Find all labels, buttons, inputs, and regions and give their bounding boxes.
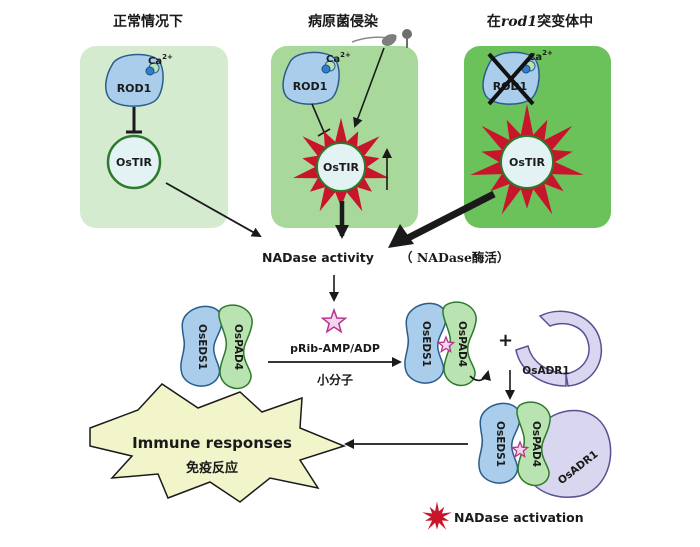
svg-text:OsPAD4: OsPAD4 — [456, 321, 468, 367]
arrow-mutant-to-nadase — [406, 190, 496, 242]
oseds1-ospad4-bound-complex: OsEDS1 OsPAD4 — [404, 301, 491, 387]
plus-sign: + — [498, 330, 513, 351]
legend-nadase-activation: NADase activation — [454, 510, 584, 525]
oseds1-ospad4-inactive-complex: OsEDS1 OsPAD4 — [180, 304, 253, 390]
svg-text:OsEDS1: OsEDS1 — [494, 421, 506, 467]
inhibition-pathogen — [311, 103, 325, 133]
arrow-normal-to-nadase — [165, 182, 262, 237]
rod1-mutant-knocked-out: ROD1 — [482, 51, 540, 106]
immune-responses-burst: Immune responses 免疫反应 — [89, 383, 347, 503]
svg-text:OsTIR: OsTIR — [323, 161, 359, 174]
svg-text:OsTIR: OsTIR — [116, 156, 152, 169]
calcium-ion — [145, 66, 155, 76]
header-pathogen: 病原菌侵染 — [308, 13, 379, 30]
svg-text:Immune responses: Immune responses — [132, 434, 292, 452]
header-normal: 正常情况下 — [113, 13, 183, 30]
pathogen-arrow — [353, 47, 385, 128]
header-mutant: 在rod1突变体中 — [487, 13, 593, 30]
svg-text:OsADR1: OsADR1 — [522, 365, 569, 377]
svg-text:OsTIR: OsTIR — [509, 156, 545, 169]
svg-text:OsEDS1: OsEDS1 — [420, 321, 432, 367]
svg-text:ROD1: ROD1 — [293, 80, 328, 93]
svg-text:ROD1: ROD1 — [117, 82, 152, 95]
ca-label-mutant: Ca2+ — [528, 49, 553, 63]
rod1-normal: ROD1 — [104, 53, 164, 107]
oseds1-ospad4-osadr1-complex: OsEDS1 OsPAD4 OsADR1 — [478, 401, 612, 498]
nadase-activity-label: NADase activity — [262, 250, 374, 265]
pathogen-spore-icon — [351, 29, 412, 48]
rod1-pathogen: ROD1 — [282, 51, 340, 105]
osadr1-protein: OsADR1 — [515, 310, 603, 387]
nadase-activation-burst-icon — [422, 501, 452, 530]
ca-label-pathogen: Ca2+ — [326, 51, 351, 65]
ostir-normal: OsTIR — [106, 134, 162, 190]
ostir-pathogen-activated: OsTIR — [293, 117, 389, 212]
svg-text:OsPAD4: OsPAD4 — [232, 324, 244, 370]
ostir-mutant-activated: OsTIR — [470, 103, 584, 215]
ca-label-normal: Ca2+ — [148, 53, 173, 67]
svg-text:OsPAD4: OsPAD4 — [530, 421, 542, 467]
svg-text:免疫反应: 免疫反应 — [186, 460, 238, 476]
small-molecule-cn: 小分子 — [317, 372, 353, 387]
nadase-activity-cn: （ NADase酶活） — [400, 250, 509, 265]
svg-text:OsEDS1: OsEDS1 — [196, 324, 208, 370]
small-molecule-name: pRib-AMP/ADP — [290, 342, 380, 355]
small-molecule-star-icon — [320, 307, 348, 334]
